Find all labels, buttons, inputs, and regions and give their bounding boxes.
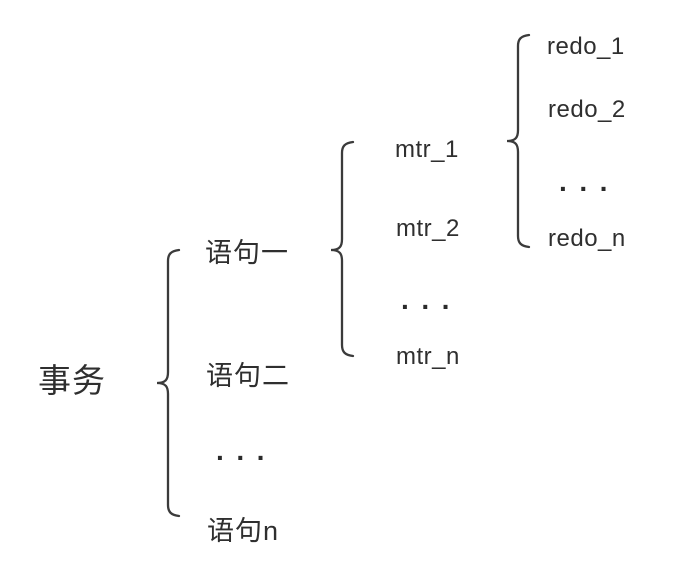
statement-1-label: 语句一 — [205, 238, 289, 268]
mtr-1-label: mtr_1 — [395, 136, 459, 163]
transaction-label: 事务 — [38, 362, 106, 399]
redo-2-label: redo_2 — [548, 96, 626, 123]
mtr-2-label: mtr_2 — [396, 215, 460, 242]
statement-brace — [330, 140, 355, 358]
statement-n-label: 语句n — [207, 516, 280, 546]
mtr-brace — [506, 33, 531, 249]
redos-ellipsis: ··· — [559, 173, 620, 204]
redo-n-label: redo_n — [548, 225, 626, 252]
transaction-brace — [156, 248, 181, 518]
mtr-n-label: mtr_n — [396, 343, 460, 370]
redo-1-label: redo_1 — [547, 33, 625, 60]
statements-ellipsis: ··· — [216, 442, 277, 473]
statement-2-label: 语句二 — [206, 361, 290, 391]
mtrs-ellipsis: ··· — [401, 291, 462, 322]
